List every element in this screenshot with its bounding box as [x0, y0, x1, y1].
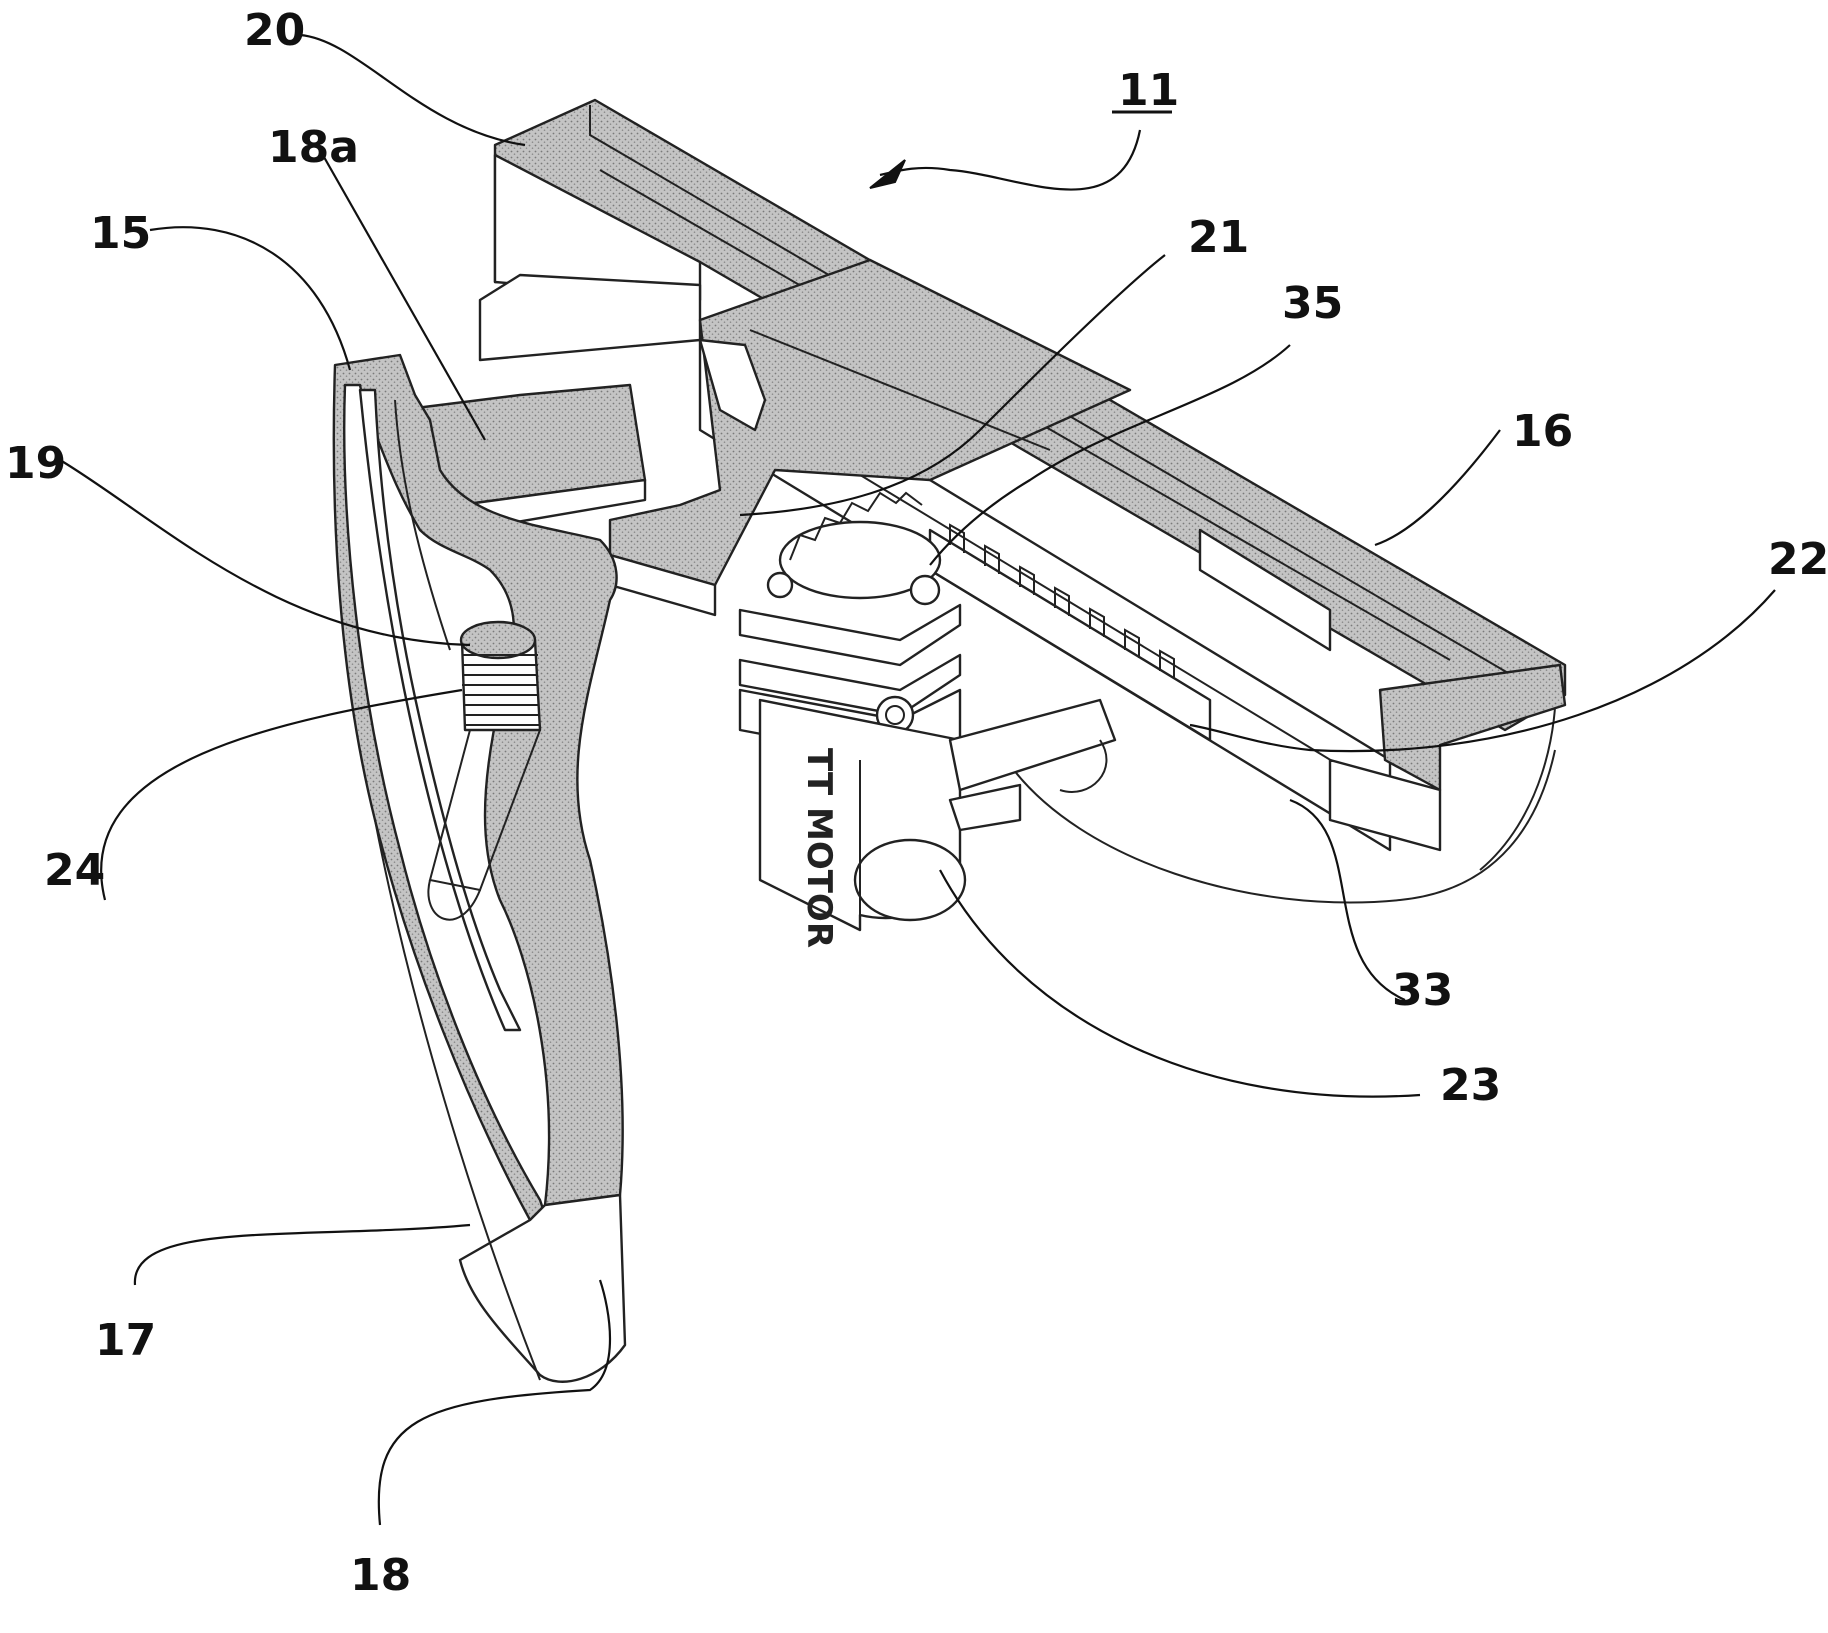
leader-15: [150, 227, 350, 370]
leader-23: [940, 870, 1420, 1097]
ref-label-19: 19: [5, 438, 66, 489]
ref-label-20: 20: [244, 5, 305, 56]
ref-label-18a: 18a: [268, 122, 359, 173]
motor-body: TT MOTOR: [760, 700, 965, 948]
motor-marking: TT MOTOR: [799, 748, 839, 948]
arrowhead-11: [870, 160, 905, 188]
leader-17: [135, 1225, 470, 1285]
ref-label-11: 11: [1118, 65, 1179, 116]
ref-label-16: 16: [1512, 406, 1573, 457]
leader-24: [101, 690, 462, 900]
leader-11: [880, 130, 1140, 190]
ref-label-15: 15: [90, 208, 151, 259]
ref-label-23: 23: [1440, 1060, 1501, 1111]
ref-label-33: 33: [1392, 965, 1453, 1016]
leader-16: [1375, 430, 1500, 545]
ref-label-18: 18: [350, 1550, 411, 1601]
ref-label-24: 24: [44, 845, 105, 896]
motor-connector: [950, 700, 1115, 830]
ref-label-22: 22: [1768, 534, 1828, 585]
ref-label-35: 35: [1282, 278, 1343, 329]
ref-label-21: 21: [1188, 212, 1249, 263]
ref-label-17: 17: [95, 1315, 156, 1366]
